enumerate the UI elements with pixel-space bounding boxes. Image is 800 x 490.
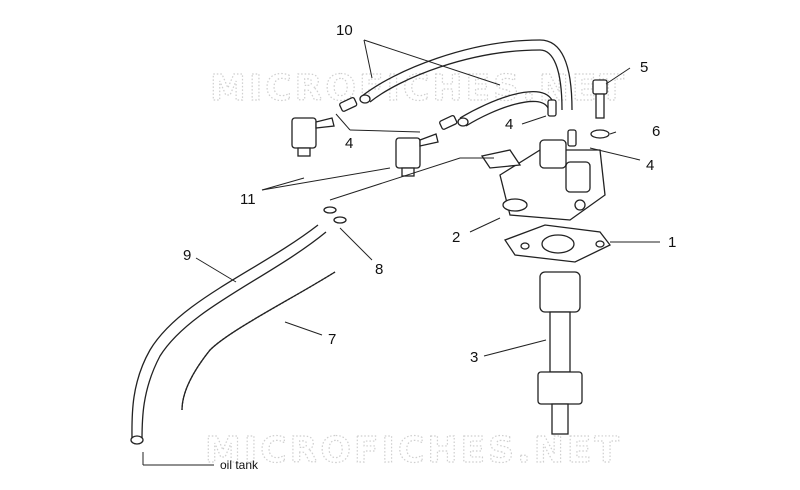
watermark-top: MICROFICHES.NET (210, 68, 627, 109)
connector-4-top (547, 99, 557, 117)
gasket-1 (504, 224, 612, 263)
hose-9 (130, 224, 327, 445)
callout-4-right: 4 (646, 157, 654, 174)
callout-11: 11 (240, 191, 256, 208)
callout-10: 10 (336, 22, 353, 39)
drive-shaft-3 (537, 271, 583, 435)
callout-5: 5 (640, 59, 648, 76)
connector-4-left (339, 97, 358, 112)
callout-2: 2 (452, 229, 460, 246)
washer-6 (590, 129, 610, 139)
oil-tank-label: oil tank (220, 458, 259, 472)
callout-4-left: 4 (345, 135, 353, 152)
connector-4-right (567, 129, 577, 147)
bolt-5 (592, 79, 608, 119)
clamp-8 (323, 206, 347, 224)
callout-7: 7 (328, 331, 336, 348)
oil-pump-2 (480, 139, 606, 221)
watermark-bottom: MICROFICHES.NET (205, 430, 622, 471)
callout-9: 9 (183, 247, 191, 264)
callout-1: 1 (668, 234, 676, 251)
callout-8: 8 (375, 261, 383, 278)
connector-4-mid (439, 115, 458, 130)
callout-3: 3 (470, 349, 478, 366)
spring-hose-7 (181, 271, 336, 411)
callout-6: 6 (652, 123, 660, 140)
filter-11-lower (395, 133, 439, 177)
filter-11-upper (291, 117, 335, 157)
hose-10 (359, 39, 573, 127)
callout-4-mid: 4 (505, 116, 513, 133)
leader-lines (142, 39, 660, 466)
